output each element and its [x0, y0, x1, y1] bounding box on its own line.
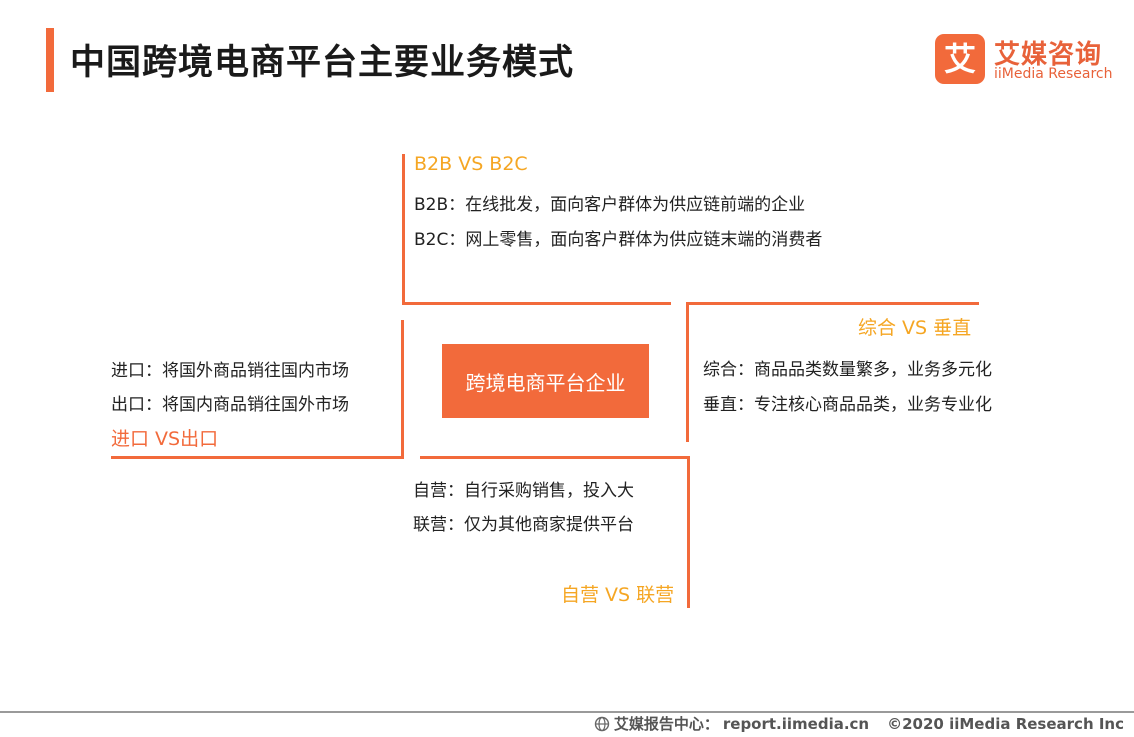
title-accent-bar — [46, 28, 54, 92]
general-description: 综合：商品品类数量繁多，业务多元化 — [703, 360, 992, 380]
footer-copyright: ©2020 iiMedia Research Inc — [887, 714, 1124, 733]
footer-source-link[interactable]: report.iimedia.cn — [722, 714, 870, 733]
divider-left-vertical — [401, 320, 404, 459]
svg-text:艾: 艾 — [944, 40, 976, 78]
globe-icon — [594, 716, 610, 731]
divider-right-horizontal — [686, 302, 979, 305]
b2c-description: B2C：网上零售，面向客户群体为供应链末端的消费者 — [414, 230, 823, 250]
divider-right-vertical — [686, 302, 689, 442]
divider-bottom-vertical — [687, 456, 690, 608]
footer-source-label: 艾媒报告中心： — [613, 715, 719, 733]
footer: 艾媒报告中心： report.iimedia.cn ©2020 iiMedia … — [594, 713, 1124, 734]
divider-top-vertical — [402, 154, 405, 304]
export-description: 出口：将国内商品销往国外市场 — [111, 395, 349, 415]
center-node-label: 跨境电商平台企业 — [465, 370, 626, 395]
import-description: 进口：将国外商品销往国内市场 — [111, 361, 349, 381]
vertical-description: 垂直：专注核心商品品类，业务专业化 — [703, 395, 992, 415]
b2b-b2c-heading: B2B VS B2C — [414, 153, 528, 175]
self-operated-description: 自营：自行采购销售，投入大 — [413, 481, 634, 501]
footer-divider — [0, 711, 1134, 713]
brand-name-en: iiMedia Research — [994, 66, 1113, 82]
import-export-heading: 进口 VS出口 — [111, 428, 219, 450]
joint-operated-description: 联营：仅为其他商家提供平台 — [413, 515, 634, 535]
brand-name-cn: 艾媒咨询 — [994, 40, 1103, 70]
page-title: 中国跨境电商平台主要业务模式 — [70, 43, 575, 83]
divider-bottom-horizontal — [420, 456, 690, 459]
b2b-description: B2B：在线批发，面向客户群体为供应链前端的企业 — [414, 195, 806, 215]
center-node: 跨境电商平台企业 — [442, 344, 649, 418]
self-joint-heading: 自营 VS 联营 — [561, 584, 675, 606]
divider-top-horizontal — [402, 302, 671, 305]
brand-logo-icon: 艾 — [935, 34, 985, 84]
general-vertical-heading: 综合 VS 垂直 — [858, 317, 972, 339]
divider-left-horizontal — [111, 456, 404, 459]
